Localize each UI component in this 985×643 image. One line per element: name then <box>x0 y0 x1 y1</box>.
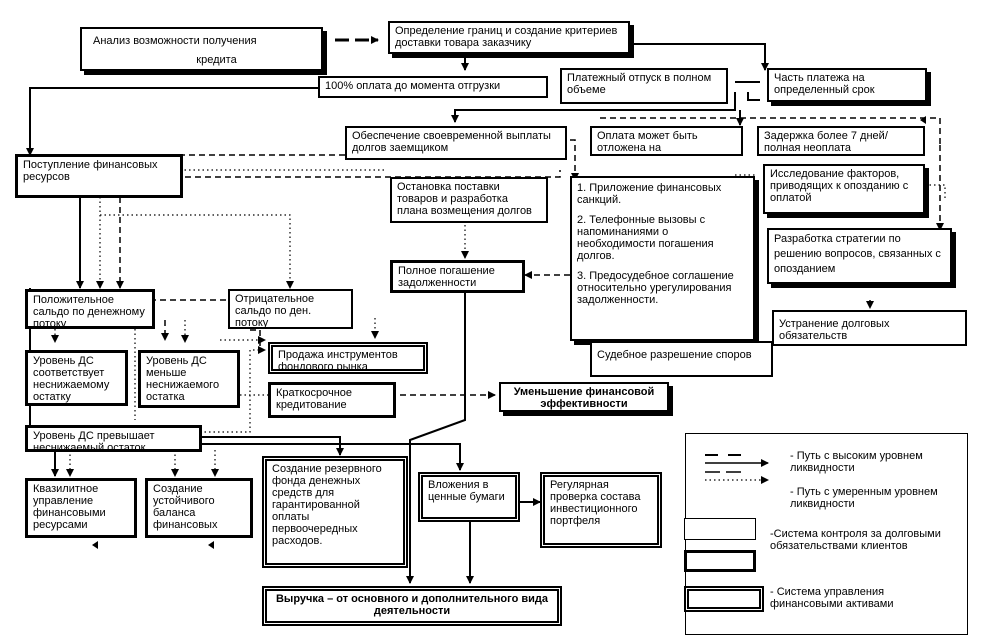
sell-instruments-box: Продажа инструментов фондового рынка <box>268 342 428 374</box>
legend-moderate-liquidity: - Путь с умеренным уровнем ликвидности <box>790 486 938 510</box>
legend-high-liquidity: - Путь с высоким уровнем ликвидности <box>790 450 923 474</box>
negative-balance-box: Отрицательное сальдо по ден. потоку <box>228 289 353 329</box>
debt-elimination-box: Устранение долговых обязательств <box>772 310 967 346</box>
research-text: Исследование факторов, приводящих к опоз… <box>770 168 909 204</box>
legend-asset-swatch <box>684 586 764 612</box>
court-box: Судебное разрешение споров <box>590 341 773 377</box>
securities-text: Вложения в ценные бумаги <box>428 479 505 503</box>
negative-balance-text: Отрицательное сальдо по ден. потоку <box>235 293 315 329</box>
cash-matches-text: Уровень ДС соответствует неснижаемому ос… <box>33 355 110 403</box>
research-box: Исследование факторов, приводящих к опоз… <box>763 164 925 214</box>
reserve-fund-text: Создание резервного фонда денежных средс… <box>272 463 382 547</box>
cash-exceeds-text: Уровень ДС превышает неснижаемый остаток <box>33 430 155 452</box>
reserve-fund-box: Создание резервного фонда денежных средс… <box>262 456 408 568</box>
efficiency-drop-box: Уменьшение финансовой эффективности <box>499 382 669 412</box>
credit-analysis-line2: кредита <box>196 54 237 66</box>
portfolio-check-box: Регулярная проверка состава инвестиционн… <box>540 472 662 548</box>
deferred-payment-text: Оплата может быть отложена на <box>597 130 698 154</box>
securities-box: Вложения в ценные бумаги <box>418 472 520 522</box>
dotted-connectors <box>51 169 946 477</box>
partial-payment-box: Часть платежа на определенный срок <box>767 68 927 102</box>
debt-elimination-text: Устранение долговых обязательств <box>779 318 890 342</box>
stop-delivery-box: Остановка поставки товаров и разработка … <box>390 177 548 223</box>
sanctions-item-2: 2. Телефонные вызовы с напоминаниями о н… <box>577 214 714 262</box>
legend-control-swatch <box>684 518 756 540</box>
cash-matches-box: Уровень ДС соответствует неснижаемому ос… <box>25 350 128 406</box>
full-payment-text: Платежный отпуск в полном объеме <box>567 72 712 96</box>
timely-repayment-box: Обеспечение своевременной выплаты долгов… <box>345 126 567 160</box>
cash-less-text: Уровень ДС меньше неснижаемого остатка <box>146 355 220 403</box>
inflow-box: Поступление финансовых ресурсов <box>15 154 183 198</box>
revenue-box: Выручка – от основного и дополнительного… <box>262 586 562 626</box>
sanctions-item-3: 3. Предосудебное соглашение относительно… <box>577 270 734 306</box>
stable-balance-box: Создание устойчивого баланса финансовых <box>145 478 253 538</box>
prepay-text: 100% оплата до момента отгрузки <box>325 80 501 92</box>
prepay-box: 100% оплата до момента отгрузки <box>318 76 548 98</box>
strategy-box: Разработка стратегии по решению вопросов… <box>767 228 952 284</box>
efficiency-drop-text: Уменьшение финансовой эффективности <box>513 386 655 410</box>
legend-control-swatch-thick <box>684 550 756 572</box>
legend-line-samples <box>705 454 769 484</box>
court-text: Судебное разрешение споров <box>597 349 752 361</box>
positive-balance-text: Положительное сальдо по денежному потоку <box>33 294 145 329</box>
sanctions-item-1: 1. Приложение финансовых санкций. <box>577 182 722 206</box>
short-credit-text: Краткосрочное кредитование <box>276 387 353 411</box>
short-credit-box: Краткосрочное кредитование <box>268 382 396 418</box>
stop-delivery-text: Остановка поставки товаров и разработка … <box>397 181 532 217</box>
full-repayment-box: Полное погашение задолженности <box>390 260 525 293</box>
strategy-text: Разработка стратегии по решению вопросов… <box>774 233 941 275</box>
credit-analysis-box: Анализ возможности получения кредита <box>80 27 323 71</box>
delay7-text: Задержка более 7 дней/полная неоплата <box>764 130 888 154</box>
legend-asset-mgmt: - Система управления финансовыми активам… <box>770 586 894 610</box>
qualified-mgmt-text: Квазилитное управление финансовыми ресур… <box>33 483 106 531</box>
revenue-text: Выручка – от основного и дополнительного… <box>275 593 548 617</box>
qualified-mgmt-box: Квазилитное управление финансовыми ресур… <box>25 478 137 538</box>
delay7-box: Задержка более 7 дней/полная неоплата <box>757 126 925 156</box>
cash-exceeds-box: Уровень ДС превышает неснижаемый остаток <box>25 425 202 452</box>
sell-instruments-text: Продажа инструментов фондового рынка <box>278 349 398 373</box>
cash-less-box: Уровень ДС меньше неснижаемого остатка <box>138 350 240 408</box>
sanctions-box: 1. Приложение финансовых санкций. 2. Тел… <box>570 176 755 341</box>
boundaries-box: Определение границ и создание критериев … <box>388 21 630 54</box>
credit-analysis-line1: Анализ возможности получения <box>93 35 257 47</box>
inflow-text: Поступление финансовых ресурсов <box>23 159 158 183</box>
timely-repayment-text: Обеспечение своевременной выплаты долгов… <box>352 130 551 154</box>
small-arrowheads <box>92 116 926 549</box>
deferred-payment-box: Оплата может быть отложена на <box>590 126 743 156</box>
boundaries-text: Определение границ и создание критериев … <box>395 25 618 49</box>
partial-payment-text: Часть платежа на определенный срок <box>774 72 875 96</box>
stable-balance-text: Создание устойчивого баланса финансовых <box>153 483 218 531</box>
full-payment-box: Платежный отпуск в полном объеме <box>560 68 728 104</box>
legend-control-system: -Система контроля за долговыми обязатель… <box>770 528 941 552</box>
portfolio-check-text: Регулярная проверка состава инвестиционн… <box>550 479 641 527</box>
full-repayment-text: Полное погашение задолженности <box>398 265 495 289</box>
positive-balance-box: Положительное сальдо по денежному потоку <box>25 289 155 329</box>
